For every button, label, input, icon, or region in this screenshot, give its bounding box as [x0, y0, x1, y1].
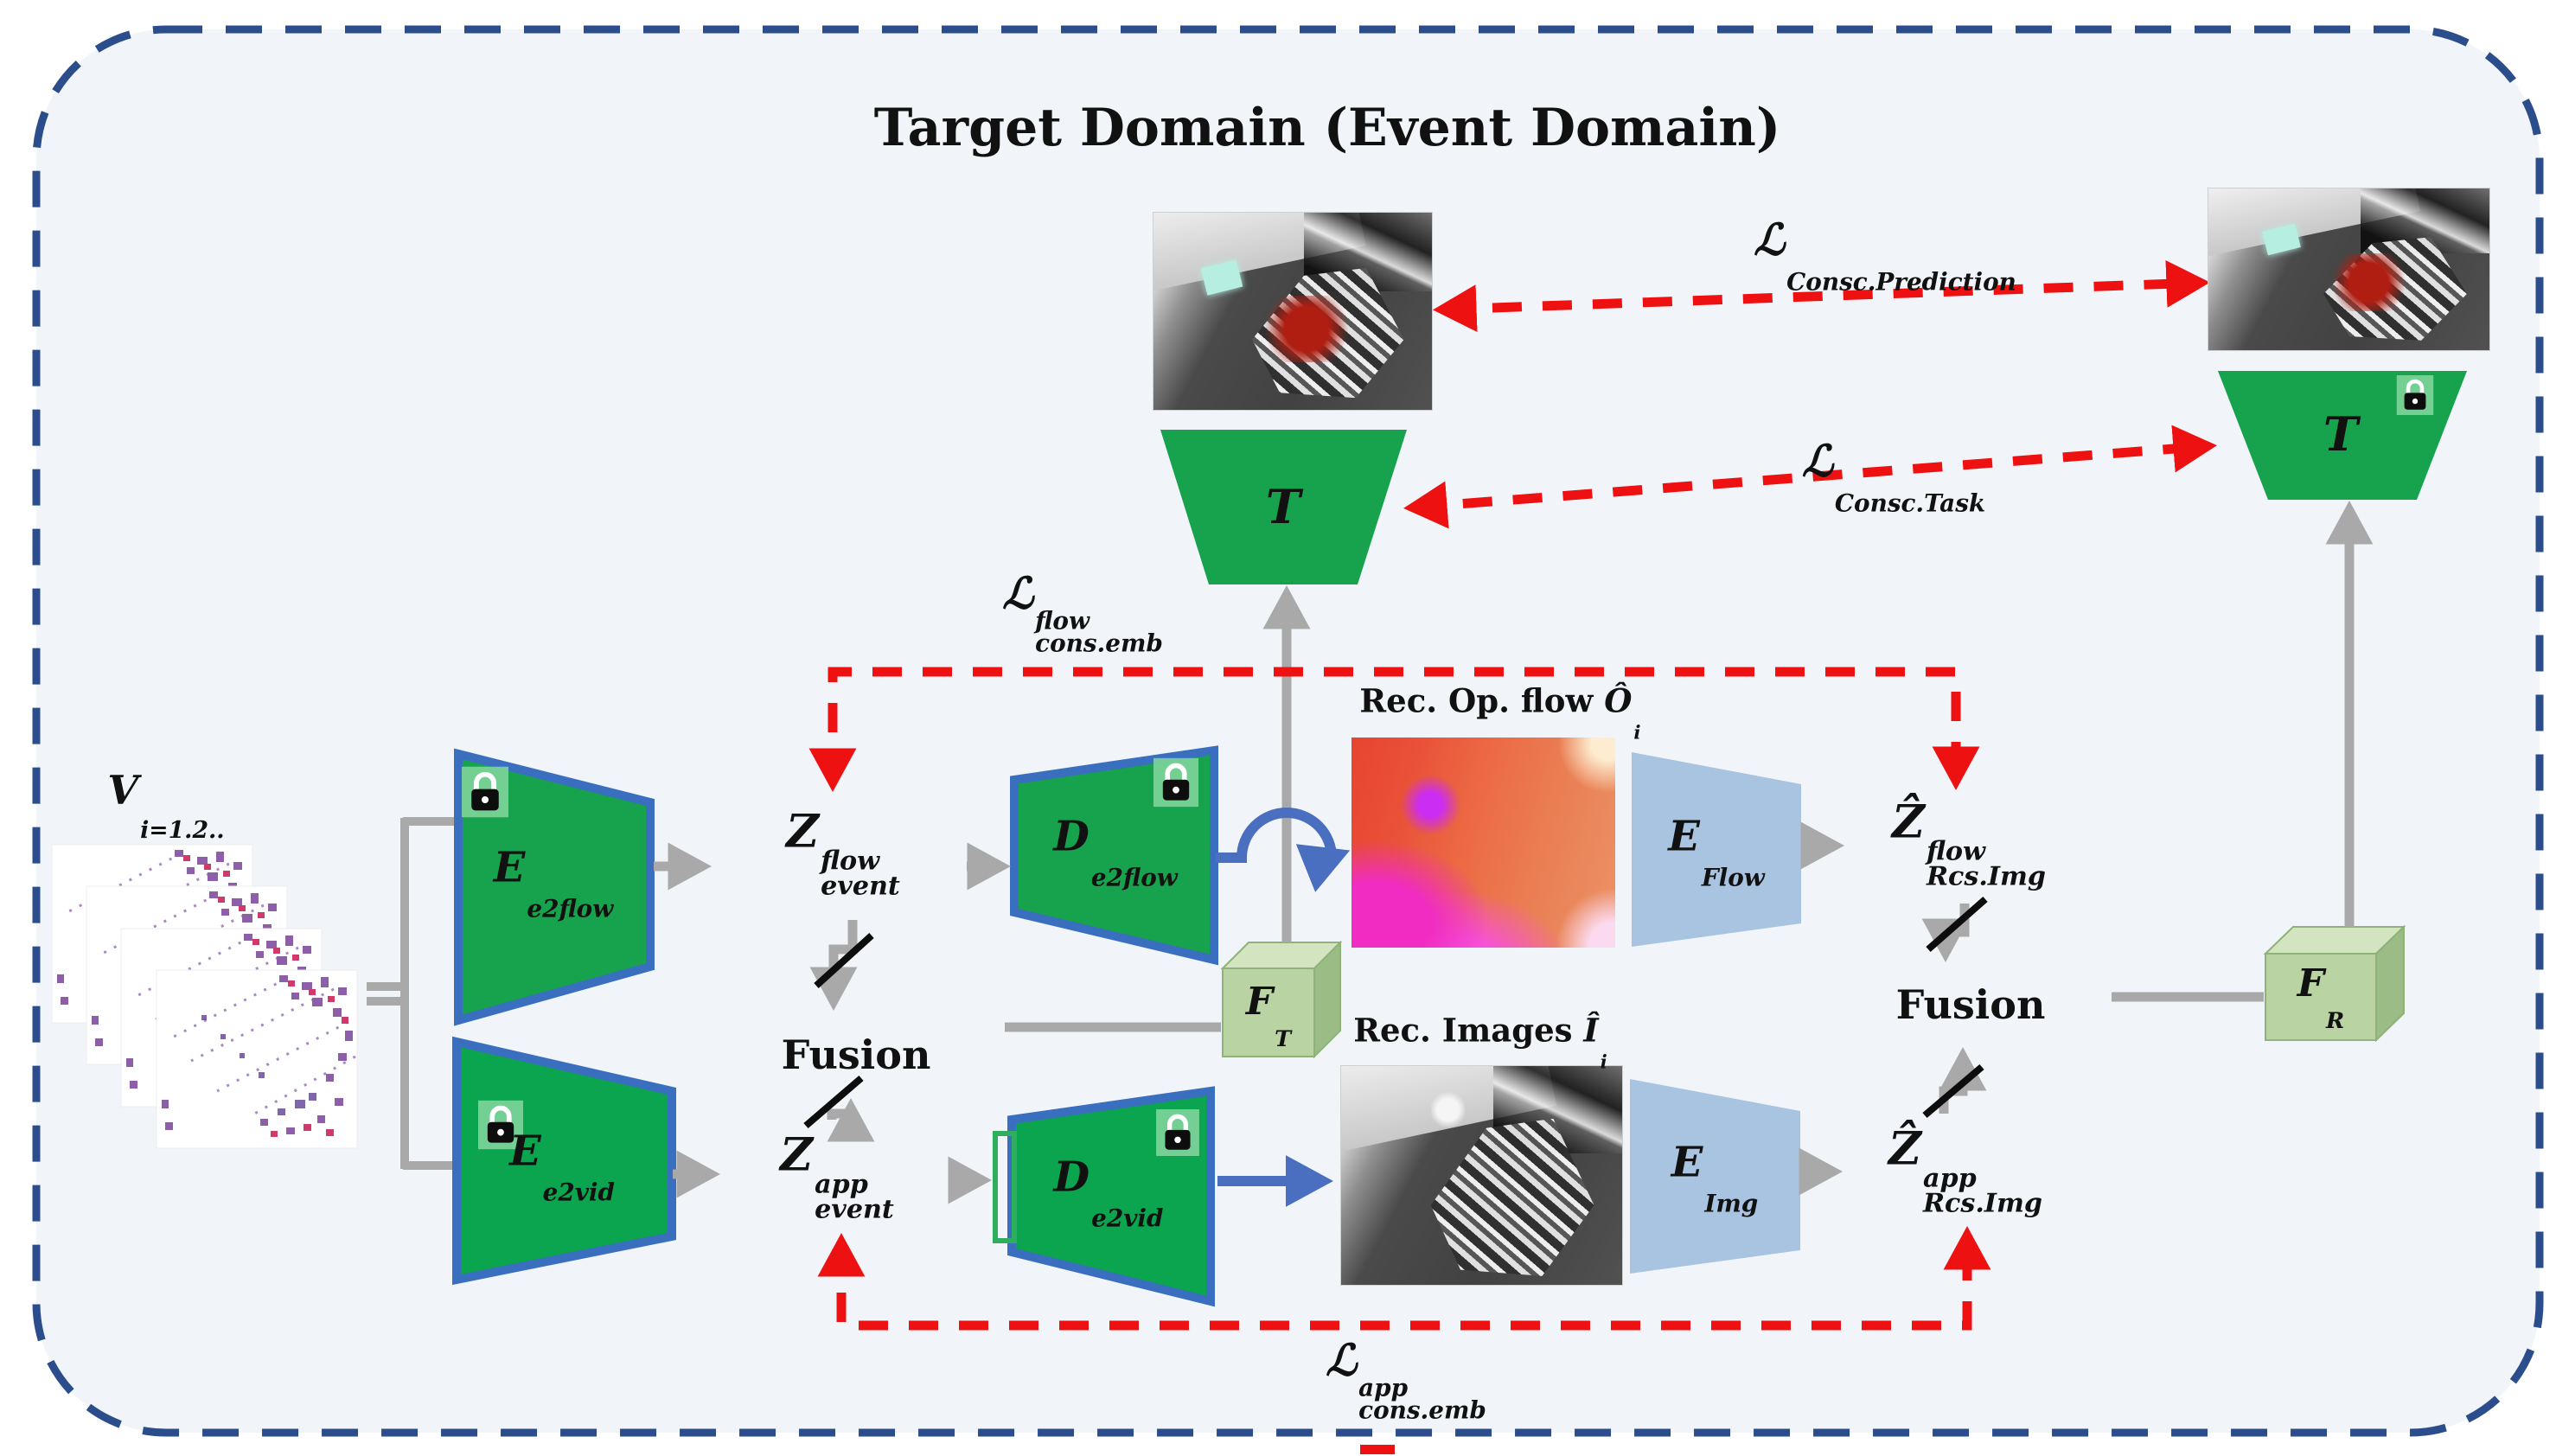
blue-connectors — [1216, 808, 1351, 1207]
encoder-e2flow-block — [454, 748, 655, 1026]
input-video-subscript: i=1.2.. — [140, 816, 225, 844]
reconstructed-images-image — [1340, 1065, 1623, 1286]
frame-stack-bracket — [993, 1131, 1017, 1243]
encoder-flow-block — [1632, 752, 1801, 947]
task-head-left-block — [1160, 430, 1407, 584]
predicted-frame-image-right — [2208, 188, 2490, 351]
feature-cube-fr — [2263, 924, 2406, 1043]
input-split-bracket — [367, 817, 455, 1170]
fusion-left-label: Fusion — [781, 1031, 931, 1078]
lock-icon — [1156, 1109, 1199, 1156]
red-object — [2326, 252, 2411, 312]
domain-dashed-border — [32, 25, 2544, 1437]
fusion-right-label: Fusion — [1895, 981, 2046, 1028]
predicted-frame-image-left — [1153, 212, 1433, 411]
page-title-text: Target Domain (Event Domain) — [873, 98, 1781, 158]
input-video-symbol: V — [107, 766, 139, 814]
red-object — [1259, 295, 1354, 363]
lock-icon — [2397, 375, 2433, 415]
task-head-right-label: T — [2323, 406, 2359, 462]
red-loss-connectors — [808, 259, 2217, 1331]
task-head-left-label: T — [1265, 479, 1301, 534]
lock-icon — [462, 767, 508, 818]
white-object — [1431, 1092, 1465, 1127]
feature-cube-ft — [1220, 940, 1343, 1059]
encoder-img-block — [1630, 1079, 1800, 1274]
reconstructed-optical-flow-image — [1351, 738, 1615, 948]
artifact-red-dash — [1360, 1445, 1395, 1454]
stop-gradient-slashes — [803, 896, 1988, 1129]
page-title: Target Domain (Event Domain) — [874, 102, 1780, 154]
lock-icon — [1153, 758, 1198, 807]
